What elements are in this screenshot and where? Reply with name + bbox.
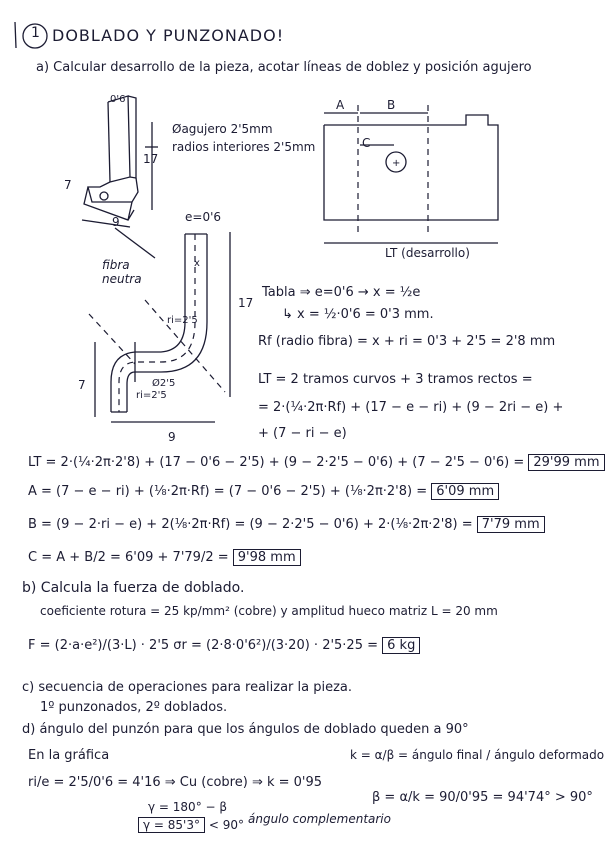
problem-number: 1 — [31, 25, 40, 41]
svg-text:+: + — [392, 158, 400, 169]
profile-dim-9: 9 — [168, 430, 176, 444]
fig-left-hole-note: Øagujero 2'5mm — [172, 122, 273, 136]
part-d-gamma-row: γ = 85'3° < 90° — [138, 817, 244, 833]
calc-c: C = A + B/2 = 6'09 + 7'79/2 = 9'98 mm — [28, 549, 301, 566]
tabla-rf: Rf (radio fibra) = x + ri = 0'3 + 2'5 = … — [258, 334, 556, 349]
calc-a-result: 6'09 mm — [431, 483, 500, 500]
fig-right-label-lt: LT (desarrollo) — [385, 246, 470, 260]
profile-fibra-label: fibra — [102, 258, 130, 272]
calc-b: B = (9 − 2·ri − e) + 2(⅛·2π·Rf) = (9 − 2… — [28, 516, 545, 533]
tabla-lt-def: LT = 2 tramos curvos + 3 tramos rectos = — [258, 372, 533, 387]
part-d-gamma-result: γ = 85'3° — [138, 817, 205, 833]
fig-right-label-c: C — [362, 136, 371, 150]
part-d-lt90: < 90° — [208, 818, 244, 832]
calc-a: A = (7 − e − ri) + (⅛·2π·Rf) = (7 − 0'6 … — [28, 483, 500, 500]
problem-number-circle — [14, 21, 48, 49]
part-d-gamma-def: γ = 180° − β — [148, 800, 228, 814]
calc-b-result: 7'79 mm — [476, 516, 545, 533]
part-c-answer: 1º punzonados, 2º doblados. — [40, 700, 228, 715]
profile-ri-top: ri=2'5 — [167, 315, 198, 326]
part-c-title: c) secuencia de operaciones para realiza… — [22, 680, 353, 695]
bent-profile-sketch — [88, 227, 231, 423]
part-b-title: b) Calcula la fuerza de doblado. — [22, 580, 245, 596]
profile-neutra-label: neutra — [102, 272, 142, 286]
calc-b-line: B = (9 − 2·ri − e) + 2(⅛·2π·Rf) = (9 − 2… — [28, 517, 473, 532]
fig-right-label-b: B — [387, 98, 396, 112]
tabla-line-2: ↳ x = ½·0'6 = 0'3 mm. — [282, 307, 434, 322]
profile-dim-17: 17 — [238, 296, 254, 310]
calc-c-result: 9'98 mm — [232, 549, 301, 566]
part-d-ratio: ri/e = 2'5/0'6 = 4'16 ⇒ Cu (cobre) ⇒ k =… — [28, 775, 323, 790]
part-b-formula: F = (2·a·e²)/(3·L) · 2'5 σr = (2·8·0'6²)… — [28, 637, 421, 654]
profile-dim-7: 7 — [78, 378, 86, 392]
tabla-line-1: Tabla ⇒ e=0'6 → x = ½e — [262, 285, 421, 300]
tabla-lt-formula-2: + (7 − ri − e) — [258, 426, 347, 441]
profile-ri-bot: ri=2'5 — [136, 390, 167, 401]
calc-a-line: A = (7 − e − ri) + (⅛·2π·Rf) = (7 − 0'6 … — [28, 484, 428, 499]
calc-c-line: C = A + B/2 = 6'09 + 7'79/2 = — [28, 550, 229, 565]
fig-left-thickness: 0'6 — [110, 94, 126, 105]
fig-left-dim-17: 17 — [143, 152, 159, 166]
profile-x-label: x — [194, 258, 200, 269]
profile-d25: Ø2'5 — [152, 378, 176, 389]
part-b-result: 6 kg — [382, 637, 421, 654]
part-d-complement: ángulo complementario — [248, 812, 391, 826]
part-d-grafica: En la gráfica — [28, 748, 110, 763]
developed-blank-sketch: + — [323, 105, 499, 244]
fig-left-dim-9: 9 — [112, 215, 120, 229]
part-b-coef: coeficiente rotura = 25 kp/mm² (cobre) y… — [40, 604, 498, 618]
isometric-part-sketch — [81, 95, 158, 228]
part-a-prompt: a) Calcular desarrollo de la pieza, acot… — [36, 60, 532, 75]
calc-lt-result: 29'99 mm — [528, 454, 605, 471]
part-d-title: d) ángulo del punzón para que los ángulo… — [22, 722, 469, 737]
profile-thickness: e=0'6 — [185, 210, 222, 224]
part-b-formula-text: F = (2·a·e²)/(3·L) · 2'5 σr = (2·8·0'6²)… — [28, 638, 379, 653]
fig-right-label-a: A — [336, 98, 345, 112]
tabla-lt-formula: = 2·(¼·2π·Rf) + (17 − e − ri) + (9 − 2ri… — [258, 400, 564, 415]
calc-lt: LT = 2·(¼·2π·2'8) + (17 − 0'6 − 2'5) + (… — [28, 454, 605, 471]
part-d-k-formula: k = α/β = ángulo final / ángulo deformad… — [350, 748, 605, 762]
fig-left-radius-note: radios interiores 2'5mm — [172, 140, 316, 154]
calc-lt-line: LT = 2·(¼·2π·2'8) + (17 − 0'6 − 2'5) + (… — [28, 455, 525, 470]
part-d-beta: β = α/k = 90/0'95 = 94'74° > 90° — [372, 790, 593, 805]
fig-left-dim-7: 7 — [64, 178, 72, 192]
page-title: DOBLADO Y PUNZONADO! — [52, 26, 285, 45]
